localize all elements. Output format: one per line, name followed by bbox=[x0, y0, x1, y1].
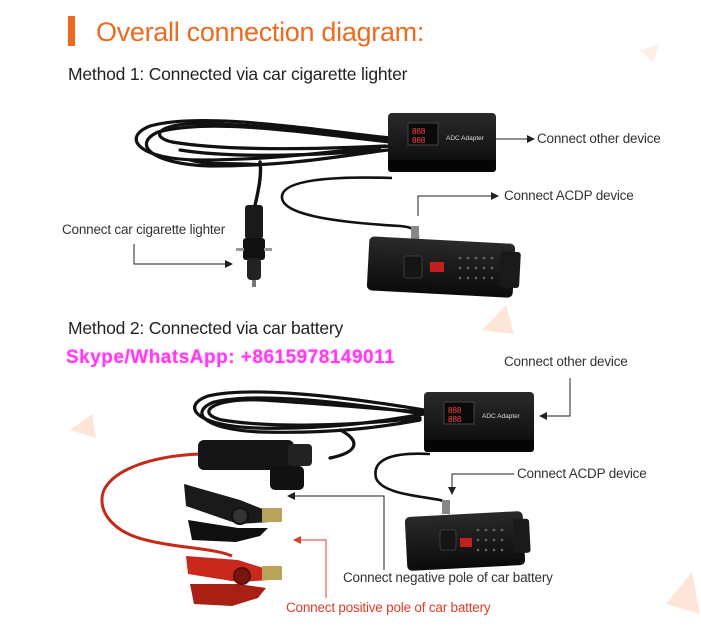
m2-label-negative-pole: Connect negative pole of car battery bbox=[343, 570, 553, 586]
m1-lighter-leader bbox=[134, 244, 232, 264]
m2-label-other-device: Connect other device bbox=[504, 354, 628, 370]
adapter-label: ADC Adapter bbox=[446, 135, 485, 142]
m1-label-acdp-device: Connect ACDP device bbox=[504, 188, 634, 204]
decor-triangle bbox=[666, 572, 700, 614]
decor-triangle bbox=[70, 414, 96, 438]
adapter-display-bottom: 888 bbox=[448, 415, 462, 424]
adapter-label: ADC Adapter bbox=[482, 413, 521, 420]
adc-adapter-box: 888 888 ADC Adapter bbox=[424, 392, 534, 452]
decor-triangle bbox=[482, 305, 514, 334]
cigarette-lighter-plug bbox=[236, 205, 272, 287]
cigarette-lighter-socket bbox=[198, 440, 312, 490]
m2-acdp-device-leader bbox=[452, 474, 514, 494]
m2-positive-leader bbox=[294, 540, 326, 598]
m1-label-other-device: Connect other device bbox=[537, 131, 661, 147]
acdp-device bbox=[405, 511, 531, 571]
usb-c-connector bbox=[442, 500, 450, 514]
m2-label-positive-pole: Connect positive pole of car battery bbox=[286, 600, 490, 616]
m1-acdp-device-leader bbox=[418, 196, 498, 216]
m2-other-device-leader bbox=[540, 378, 570, 416]
adapter-display-top: 888 bbox=[448, 406, 462, 415]
adapter-display-bottom: 888 bbox=[412, 136, 426, 145]
acdp-device bbox=[367, 236, 521, 298]
adapter-display-top: 888 bbox=[412, 127, 426, 136]
m2-label-acdp-device: Connect ACDP device bbox=[517, 466, 647, 482]
negative-clamp bbox=[184, 484, 282, 542]
adapter-output-cable bbox=[375, 454, 448, 514]
method1-cable-coil bbox=[136, 121, 392, 210]
positive-clamp bbox=[186, 556, 282, 606]
m2-negative-leader bbox=[288, 496, 384, 570]
m1-label-cigarette-lighter: Connect car cigarette lighter bbox=[62, 222, 225, 238]
adc-adapter-box: 888 888 ADC Adapter bbox=[388, 113, 496, 172]
adapter-output-cable bbox=[282, 178, 418, 238]
decor-triangle bbox=[640, 44, 660, 62]
usb-c-connector bbox=[411, 226, 419, 240]
